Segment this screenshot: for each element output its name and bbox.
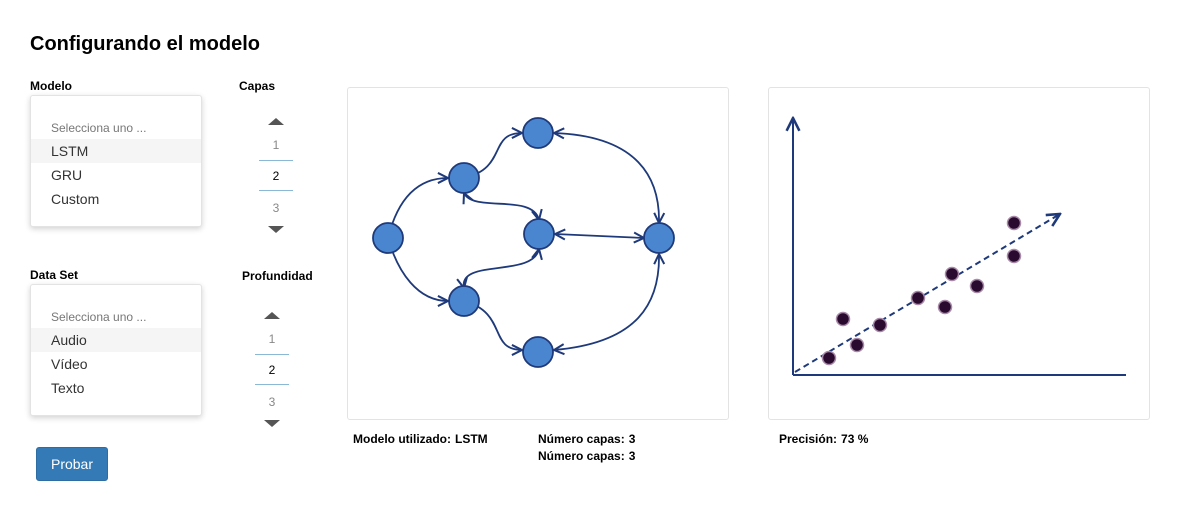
node-g	[522, 336, 554, 368]
layers-decrement-icon[interactable]	[268, 226, 284, 233]
edge-g-f	[554, 254, 659, 350]
node-d	[448, 285, 480, 317]
dataset-option-video[interactable]: Vídeo	[51, 356, 88, 372]
layers-divider-top	[259, 160, 293, 161]
depth-decrement-icon[interactable]	[264, 420, 280, 427]
layers-count-label-1: Número capas:	[538, 432, 625, 446]
model-label: Modelo	[30, 79, 72, 93]
model-used-value: LSTM	[455, 432, 488, 446]
node-a	[372, 222, 404, 254]
dataset-placeholder: Selecciona uno ...	[51, 310, 147, 324]
data-point	[835, 311, 851, 327]
model-used-label: Modelo utilizado:	[353, 432, 451, 446]
depth-current-value[interactable]: 2	[268, 363, 276, 377]
edge-d-e	[464, 249, 539, 288]
layers-label: Capas	[239, 79, 276, 93]
depth-label: Profundidad	[242, 269, 313, 283]
layers-count-value-1: 3	[628, 432, 636, 446]
layers-divider-bottom	[259, 190, 293, 191]
depth-option-3[interactable]: 3	[268, 395, 276, 409]
depth-increment-icon[interactable]	[264, 312, 280, 319]
network-diagram-panel	[347, 87, 729, 420]
dataset-dropdown[interactable]: Selecciona uno ... Audio Vídeo Texto	[30, 284, 202, 416]
test-button[interactable]: Probar	[36, 447, 108, 481]
node-f	[643, 222, 675, 254]
node-b	[448, 162, 480, 194]
network-diagram	[372, 117, 675, 368]
data-point	[849, 337, 865, 353]
model-option-lstm[interactable]: LSTM	[31, 139, 201, 163]
model-placeholder: Selecciona uno ...	[51, 121, 147, 135]
node-e	[523, 218, 555, 250]
precision-label: Precisión:	[779, 432, 838, 446]
model-dropdown[interactable]: Selecciona uno ... LSTM GRU Custom	[30, 95, 202, 227]
dataset-option-texto[interactable]: Texto	[51, 380, 85, 396]
data-point	[944, 266, 960, 282]
scatter-plot-panel	[768, 87, 1150, 420]
data-point	[821, 350, 837, 366]
model-option-gru[interactable]: GRU	[51, 167, 83, 183]
depth-option-1[interactable]: 1	[268, 332, 276, 346]
precision-info: Precisión:73 %	[779, 432, 868, 446]
edge-b-e	[464, 193, 539, 220]
layers-count-value-2: 3	[628, 449, 636, 463]
edge-e-f	[555, 234, 644, 238]
data-point	[1006, 215, 1022, 231]
layers-count-info-2: Número capas:3	[538, 449, 635, 463]
depth-divider-bottom	[255, 384, 289, 385]
data-point	[937, 299, 953, 315]
layers-option-3[interactable]: 3	[272, 201, 280, 215]
node-c	[522, 117, 554, 149]
model-option-custom[interactable]: Custom	[51, 191, 100, 207]
dataset-option-audio[interactable]: Audio	[31, 328, 201, 352]
trend-line	[794, 214, 1060, 373]
layers-current-value[interactable]: 2	[272, 169, 280, 183]
depth-divider-top	[255, 354, 289, 355]
data-point	[1006, 248, 1022, 264]
scatter-plot	[769, 88, 1126, 376]
edge-c-f	[554, 133, 659, 223]
layers-option-1[interactable]: 1	[272, 138, 280, 152]
dataset-label: Data Set	[30, 268, 79, 282]
layers-count-label-2: Número capas:	[538, 449, 625, 463]
data-point	[969, 278, 985, 294]
data-point	[910, 290, 926, 306]
page-title: Configurando el modelo	[30, 33, 260, 55]
precision-value: 73 %	[841, 432, 869, 446]
data-point	[872, 317, 888, 333]
model-used-info: Modelo utilizado: LSTM	[353, 432, 488, 446]
layers-increment-icon[interactable]	[268, 118, 284, 125]
layers-count-info-1: Número capas:3	[538, 432, 635, 446]
